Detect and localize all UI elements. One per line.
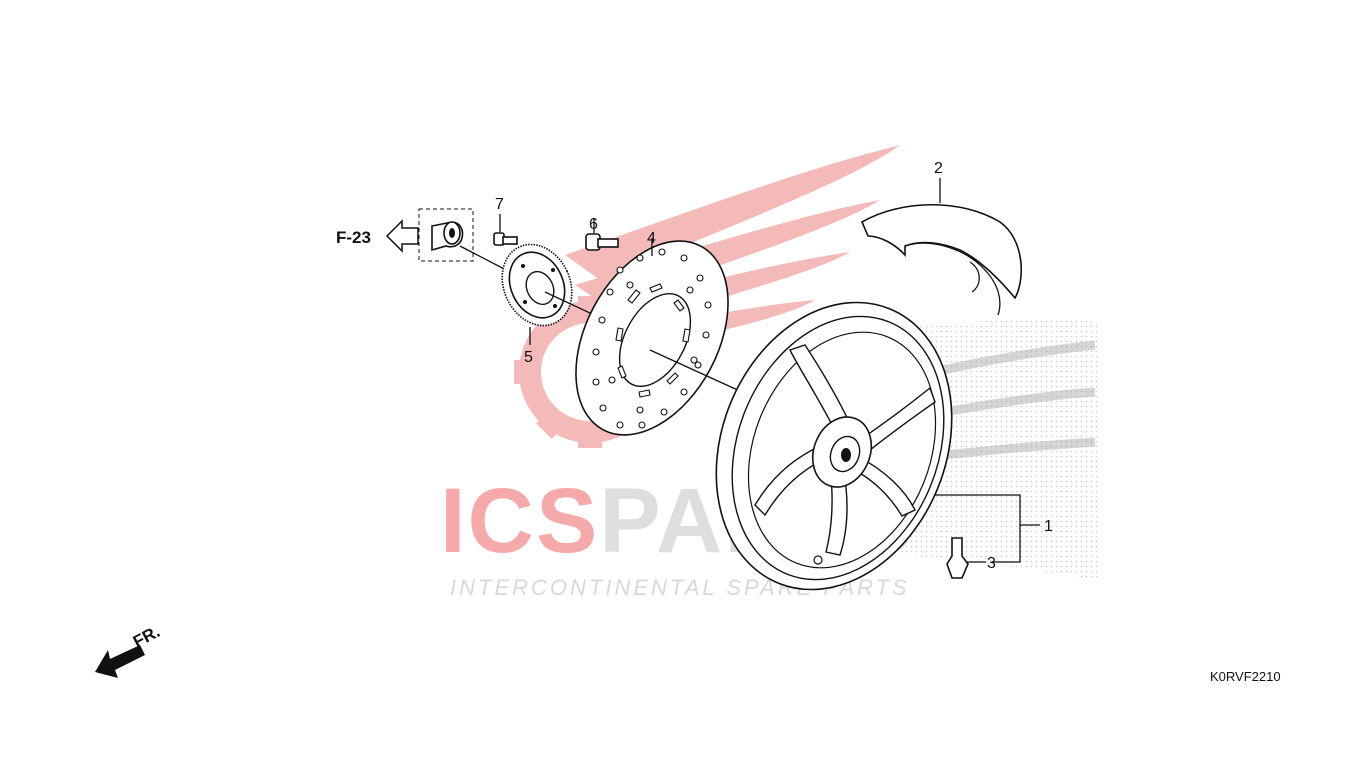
- left-arrow-icon: [385, 219, 419, 253]
- callout-labels: 1 2 3 4 5 6 7: [495, 160, 1053, 572]
- front-direction-marker: FR.: [95, 622, 163, 678]
- valve-3: [946, 537, 986, 579]
- bolt-7: [493, 214, 518, 246]
- pulser-ring-5: [501, 243, 606, 345]
- wheel-1: [715, 301, 953, 591]
- svg-text:INTERCONTINENTAL SPARE PARTS: INTERCONTINENTAL SPARE PARTS: [450, 575, 910, 600]
- front-label: FR.: [130, 622, 163, 652]
- watermark-brand-red: ICS: [440, 470, 599, 572]
- callout-5[interactable]: 5: [524, 349, 533, 366]
- collar-part: [418, 208, 511, 273]
- stud-bolt-6: [585, 218, 619, 251]
- callout-1[interactable]: 1: [1044, 518, 1053, 535]
- callout-6[interactable]: 6: [589, 216, 598, 233]
- callout-bracket-1: [935, 494, 1040, 563]
- tire-2: [860, 178, 1023, 316]
- reference-f23[interactable]: F-23: [336, 219, 419, 253]
- reference-label: F-23: [336, 228, 371, 247]
- callout-2[interactable]: 2: [934, 160, 943, 177]
- drawing-code: K0RVF2210: [1210, 669, 1281, 684]
- brake-disc-4: [575, 238, 743, 436]
- callout-4[interactable]: 4: [647, 230, 656, 247]
- front-arrow-icon: [95, 645, 145, 678]
- callout-7[interactable]: 7: [495, 196, 504, 213]
- callout-3[interactable]: 3: [987, 555, 996, 572]
- watermark-tagline-a: INTERC: [450, 575, 550, 600]
